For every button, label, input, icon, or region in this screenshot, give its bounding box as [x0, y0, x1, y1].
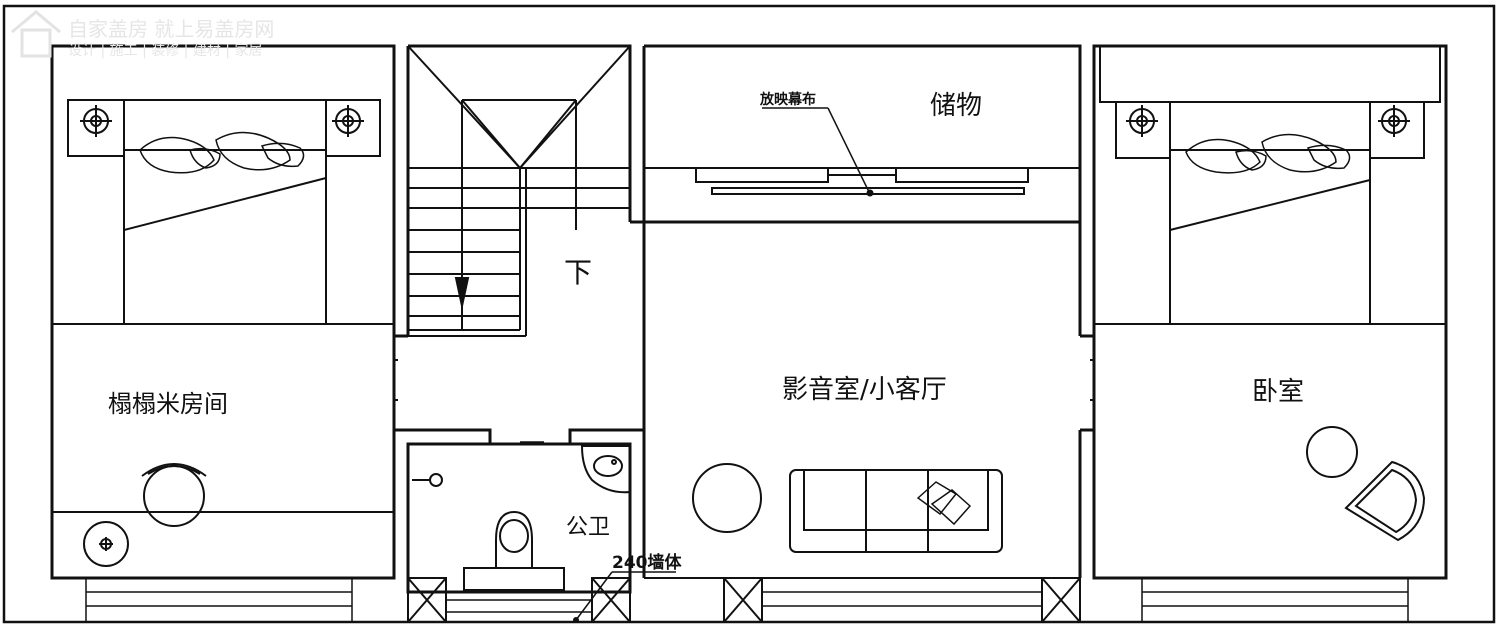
window-right: [1141, 577, 1409, 623]
round-table: [692, 463, 762, 533]
watermark: 自家盖房 就上易盖房网 设计 | 施工 | 装修 | 建材 | 家居: [11, 10, 274, 59]
right-bedroom: [1092, 44, 1448, 623]
room-label-bedroom: 卧室: [1252, 377, 1304, 407]
nightstand-left: [1115, 101, 1171, 159]
nightstand-left: [67, 99, 125, 157]
desk-chair: [141, 463, 207, 527]
annotation-down: 下: [564, 256, 592, 289]
window-left: [85, 577, 353, 623]
bed: [123, 99, 327, 325]
side-table: [1306, 426, 1358, 478]
room-label-bathroom: 公卫: [566, 515, 610, 540]
room-label-tatami: 榻榻米房间: [108, 390, 228, 418]
shower-icon: [429, 473, 443, 487]
sink: [580, 445, 631, 494]
room-label-storage: 储物: [930, 91, 982, 121]
bed: [1169, 101, 1371, 325]
outer-boundary: [2, 4, 1496, 624]
tatami-room: [50, 44, 396, 623]
armchair: [1344, 460, 1426, 542]
annotation-wall: 240墙体: [612, 552, 682, 573]
room-label-theater: 影音室/小客厅: [782, 375, 947, 405]
floor-lamp: [83, 521, 129, 567]
nightstand-right: [1369, 101, 1425, 159]
sofa: [789, 469, 1003, 553]
toilet: [463, 567, 565, 591]
annotation-screen: 放映幕布: [759, 91, 816, 108]
staircase: [406, 44, 632, 337]
cushions: [916, 481, 972, 526]
nightstand-right: [325, 99, 381, 157]
logo-house-icon: [11, 10, 61, 58]
bathroom: [406, 441, 632, 623]
pillows: [139, 131, 305, 174]
watermark-line2: 设计 | 施工 | 装修 | 建材 | 家居: [68, 42, 262, 59]
stair-arrow: [454, 277, 470, 307]
watermark-line1: 自家盖房 就上易盖房网: [68, 17, 274, 41]
pillows: [1185, 133, 1351, 174]
theater-room: [644, 44, 1082, 623]
